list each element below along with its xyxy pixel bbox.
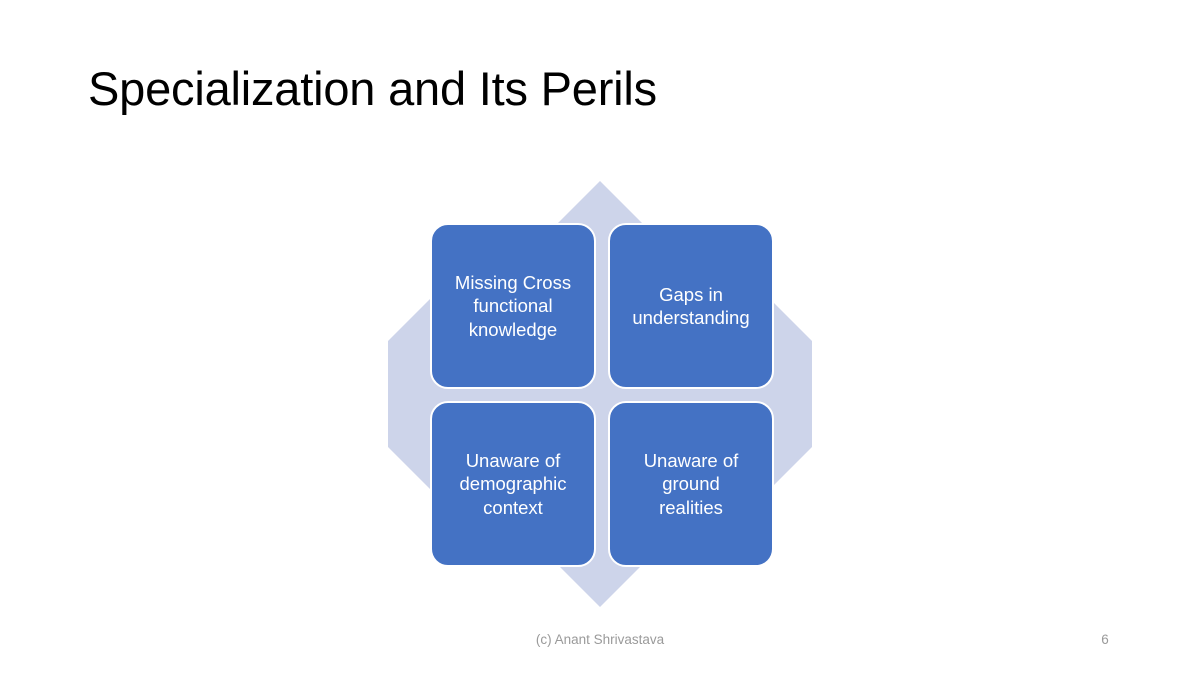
footer-credit: (c) Anant Shrivastava — [535, 632, 665, 647]
node-box-top-right[interactable]: Gaps in understanding — [608, 223, 774, 389]
node-label: Unaware of ground realities — [643, 450, 739, 518]
slide-page-number: 6 — [1101, 632, 1109, 647]
node-box-bottom-right[interactable]: Unaware of ground realities — [608, 401, 774, 567]
node-label: Gaps in understanding — [632, 283, 750, 328]
node-grid: Missing Cross functional knowledge Gaps … — [430, 223, 774, 567]
node-label: Unaware of demographic context — [459, 450, 567, 518]
four-way-arrow-icon — [388, 181, 812, 607]
diagram-container: Missing Cross functional knowledge Gaps … — [388, 181, 812, 607]
node-box-top-left[interactable]: Missing Cross functional knowledge — [430, 223, 596, 389]
node-box-bottom-left[interactable]: Unaware of demographic context — [430, 401, 596, 567]
page-title: Specialization and Its Perils — [88, 62, 657, 115]
node-label: Missing Cross functional knowledge — [454, 272, 572, 340]
